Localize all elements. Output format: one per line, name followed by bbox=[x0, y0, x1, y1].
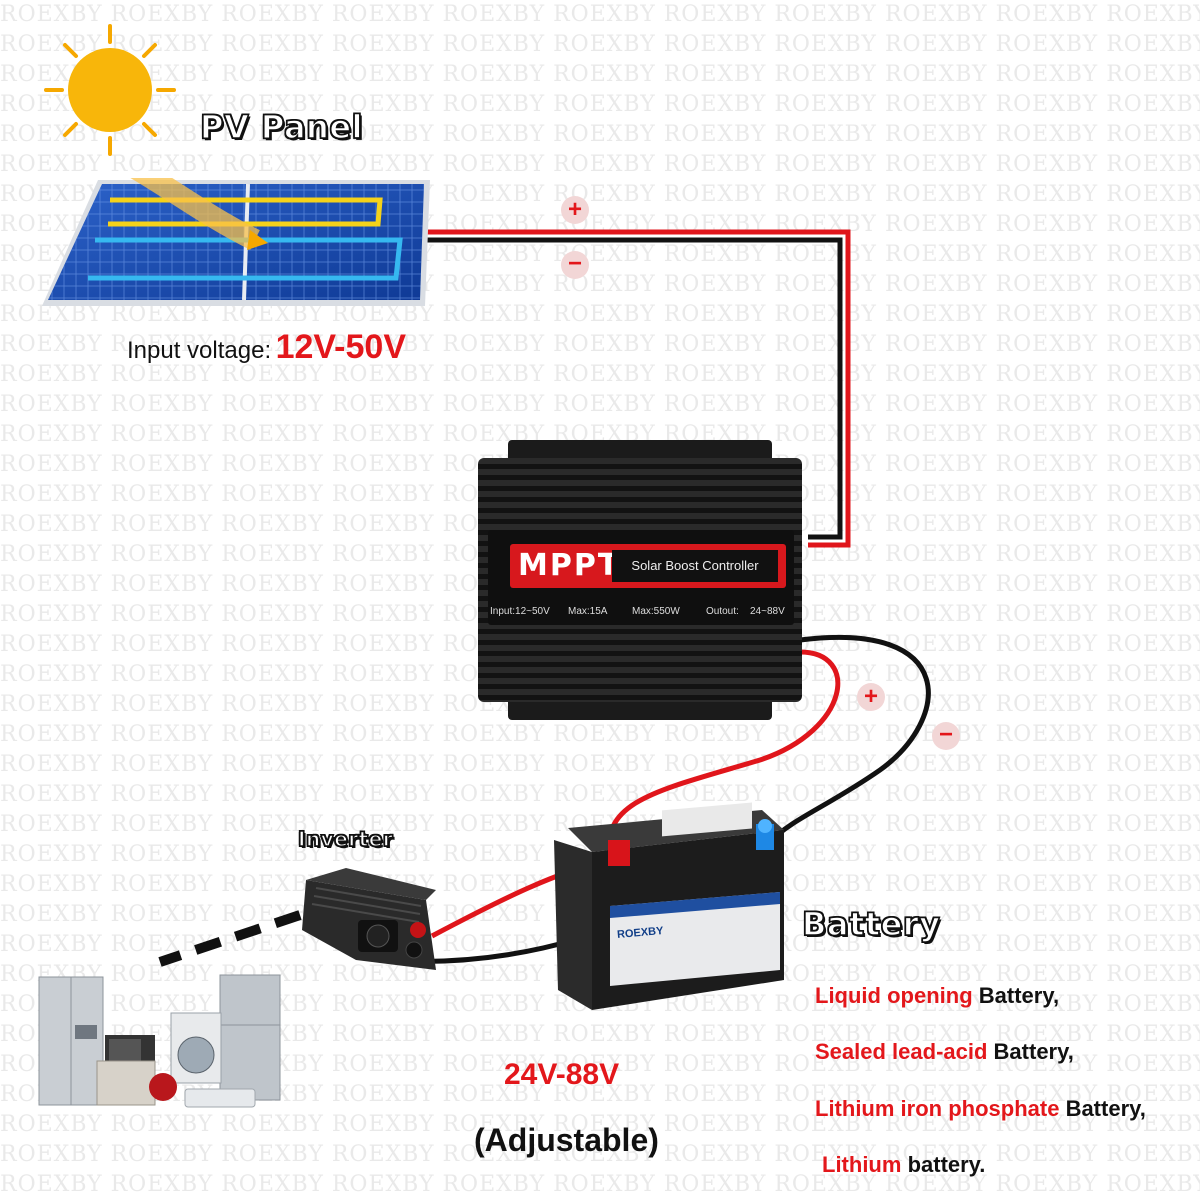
controller-subtitle: Solar Boost Controller bbox=[612, 550, 778, 582]
battery-type-2-name: Sealed lead-acid bbox=[815, 1039, 988, 1064]
spec-input: Input:12~50V bbox=[490, 606, 550, 617]
mount-flange-bottom bbox=[508, 698, 772, 720]
battery-positive-marker: + bbox=[857, 683, 885, 711]
battery-illustration bbox=[554, 802, 784, 1010]
battery-type-3: Lithium iron phosphate Battery, bbox=[815, 1096, 1146, 1122]
pv-negative-marker: − bbox=[561, 251, 589, 279]
output-voltage-value: 24V-88V bbox=[504, 1058, 620, 1091]
inverter-appliance-link bbox=[158, 910, 302, 967]
solar-panel-illustration bbox=[42, 178, 430, 306]
battery-positive-wire bbox=[606, 649, 841, 859]
spec-max-power: Max:550W bbox=[632, 606, 680, 617]
brand-strip: MPPT Solar Boost Controller bbox=[510, 544, 786, 588]
battery-negative-marker: − bbox=[932, 722, 960, 750]
pv-positive-marker: + bbox=[561, 196, 589, 224]
label-plate: MPPT Solar Boost Controller Input:12~50V… bbox=[488, 530, 794, 625]
inverter-title: Inverter bbox=[297, 826, 394, 852]
spec-max-current: Max:15A bbox=[568, 606, 608, 617]
pv-negative-wire bbox=[415, 237, 843, 540]
mount-flange-top bbox=[508, 440, 772, 462]
mppt-controller: MPPT Solar Boost Controller Input:12~50V… bbox=[470, 440, 810, 720]
battery-negative-wire bbox=[768, 634, 931, 844]
inverter-illustration bbox=[302, 868, 436, 970]
pv-panel-title: PV Panel bbox=[199, 107, 363, 147]
sun-icon bbox=[44, 24, 176, 156]
output-voltage-note: (Adjustable) bbox=[474, 1122, 659, 1158]
battery-title: Battery bbox=[801, 904, 941, 944]
battery-type-3-suffix: Battery, bbox=[1065, 1096, 1146, 1121]
battery-type-2-suffix: Battery, bbox=[993, 1039, 1074, 1064]
battery-type-4: Lithium battery. bbox=[822, 1152, 985, 1178]
spec-output-label: Outout: bbox=[706, 606, 739, 617]
spec-output-value: 24~88V bbox=[750, 606, 785, 617]
battery-type-2: Sealed lead-acid Battery, bbox=[815, 1039, 1074, 1065]
battery-type-1: Liquid opening Battery, bbox=[815, 983, 1059, 1009]
battery-type-1-name: Liquid opening bbox=[815, 983, 973, 1008]
controller-brand: MPPT bbox=[518, 548, 621, 583]
home-appliances-illustration bbox=[38, 974, 281, 1108]
battery-type-1-suffix: Battery, bbox=[978, 983, 1060, 1008]
input-voltage-label: Input voltage: bbox=[127, 337, 272, 364]
input-voltage-value: 12V-50V bbox=[275, 328, 407, 366]
battery-type-3-name: Lithium iron phosphate bbox=[815, 1096, 1060, 1121]
battery-type-4-suffix: battery. bbox=[907, 1152, 986, 1177]
pv-positive-wire bbox=[415, 229, 851, 548]
battery-type-4-name: Lithium bbox=[822, 1152, 902, 1177]
input-voltage-row: Input voltage: 12V-50V bbox=[127, 328, 406, 367]
